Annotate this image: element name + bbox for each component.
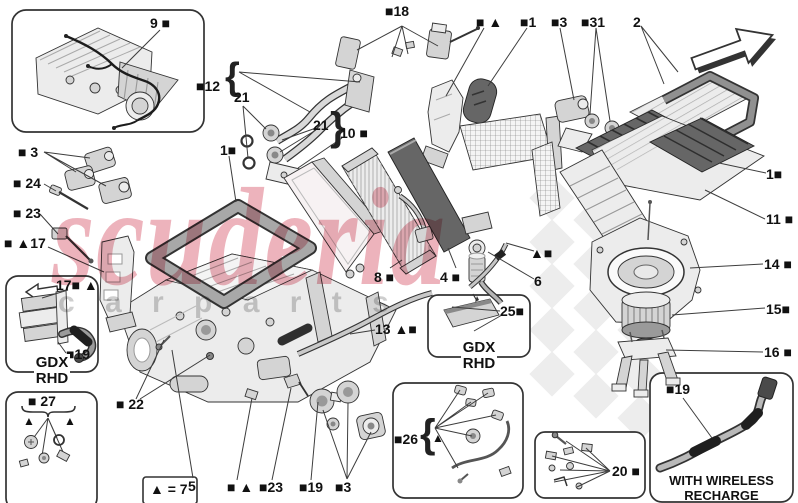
callout-26: ■26 (394, 431, 419, 447)
callout-1-right: 1■ (766, 166, 783, 182)
callout-8: 8 ■ (374, 269, 395, 285)
callout-17-left: ■ ▲17 (4, 235, 46, 251)
legend-triangle-equals-7: ▲ = 7 (150, 481, 188, 497)
seal-pad-illustration (462, 78, 498, 124)
callout-15: 15■ (766, 301, 791, 317)
gdx-rhd-caption-1: GDX RHD (6, 354, 98, 387)
callout-21a: 21 (234, 89, 250, 105)
callout-triangle-mid: ▲■ (530, 245, 553, 261)
left-actuators-illustration (64, 146, 132, 204)
callout-13: 13 ▲■ (375, 321, 417, 337)
wireless-line1: WITH WIRELESS (669, 473, 774, 488)
callout-19-gdx: ■19 (66, 346, 91, 362)
callout-2: 2 (633, 14, 641, 30)
evaporator-illustration (341, 147, 437, 275)
complete-unit-illustration (35, 27, 179, 130)
heater-unit-illustration (117, 199, 433, 403)
callout-31: ■31 (581, 14, 606, 30)
callout-19-bottom: ■19 (299, 479, 324, 495)
callout-12: ■12 (196, 78, 221, 94)
sensor-23-illustration (51, 227, 94, 264)
wireless-line2: RECHARGE (684, 488, 759, 503)
callout-23-bottom: ■23 (259, 479, 284, 495)
brace-26: { (420, 412, 436, 456)
triangle-mark-27a: ▲ (23, 414, 35, 428)
motor-bracket-illustration (611, 329, 681, 398)
bracket-17-illustration (99, 235, 137, 333)
callout-17-box: 17■ ▲ (56, 277, 98, 293)
blower-housing-illustration (589, 200, 702, 325)
insulation-panel-illustration (387, 137, 471, 253)
hardware-box-20 (534, 431, 646, 499)
callout-18: ■18 (385, 3, 410, 19)
heater-core-illustration (283, 157, 387, 279)
callout-19-wireless: ■19 (666, 381, 691, 397)
gdx1-contents-illustration (18, 282, 97, 363)
drain-valve-illustration (461, 211, 504, 305)
callout-21b: 21 (313, 117, 329, 133)
gdx1-line1: GDX (33, 354, 71, 371)
callout-1-left: 1■ (220, 142, 237, 158)
callout-1-top: ■1 (520, 14, 537, 30)
callout-9: 9 ■ (150, 15, 171, 31)
callout-16: 16 ■ (764, 344, 792, 360)
callout-6: 6 (534, 273, 542, 289)
leader-lines (39, 25, 767, 488)
gdx1-line2: RHD (33, 370, 71, 387)
box27-contents-illustration (18, 405, 76, 468)
linkage-box-26 (392, 382, 524, 499)
gdx2-line1: GDX (460, 339, 498, 356)
callout-22: ■ 22 (116, 396, 144, 412)
brace-10: } (330, 105, 346, 149)
callout-5: 5 (188, 478, 196, 494)
sensor-kit-illustration (335, 22, 480, 70)
bottom-actuators-illustration (244, 373, 386, 440)
gdx2-contents-illustration (443, 293, 500, 328)
callout-14: 14 ■ (764, 256, 792, 272)
wireless-hose-illustration (655, 376, 778, 473)
heater-pipes-illustration (240, 69, 375, 188)
callout-3-top: ■3 (551, 14, 568, 30)
legend-box (142, 476, 198, 503)
callout-11: 11 ■ (766, 211, 794, 227)
triangle-mark-26: ▲ (432, 431, 444, 445)
triangle-mark-27b: ▲ (64, 414, 76, 428)
callout-24: ■ 24 (13, 175, 41, 191)
callout-3-left: ■ 3 (18, 144, 39, 160)
gdx2-line2: RHD (460, 355, 498, 372)
wiring-harness-illustration (65, 34, 161, 122)
callout-27: ■ 27 (28, 393, 56, 409)
callout-4: 4 ■ (440, 269, 461, 285)
box20-contents-illustration (544, 431, 593, 490)
fasteners-box-27 (5, 391, 98, 503)
gdx-rhd-caption-2: GDX RHD (428, 339, 530, 372)
callout-25: 25■ (500, 303, 525, 319)
brace-12: { (225, 56, 240, 98)
callout-triangle-bottom: ■ ▲ (227, 479, 254, 495)
callout-10: 10 ■ (340, 125, 368, 141)
callout-square-triangle-top: ■ ▲ (476, 14, 503, 30)
callout-23-left: ■ 23 (13, 205, 41, 221)
wireless-recharge-caption: WITH WIRELESS RECHARGE (652, 473, 791, 503)
direction-arrow-icon (690, 27, 777, 74)
intake-bracket-illustration (420, 78, 563, 172)
callout-20: 20 ■ (612, 463, 640, 479)
callout-3-bottom: ■3 (335, 479, 352, 495)
